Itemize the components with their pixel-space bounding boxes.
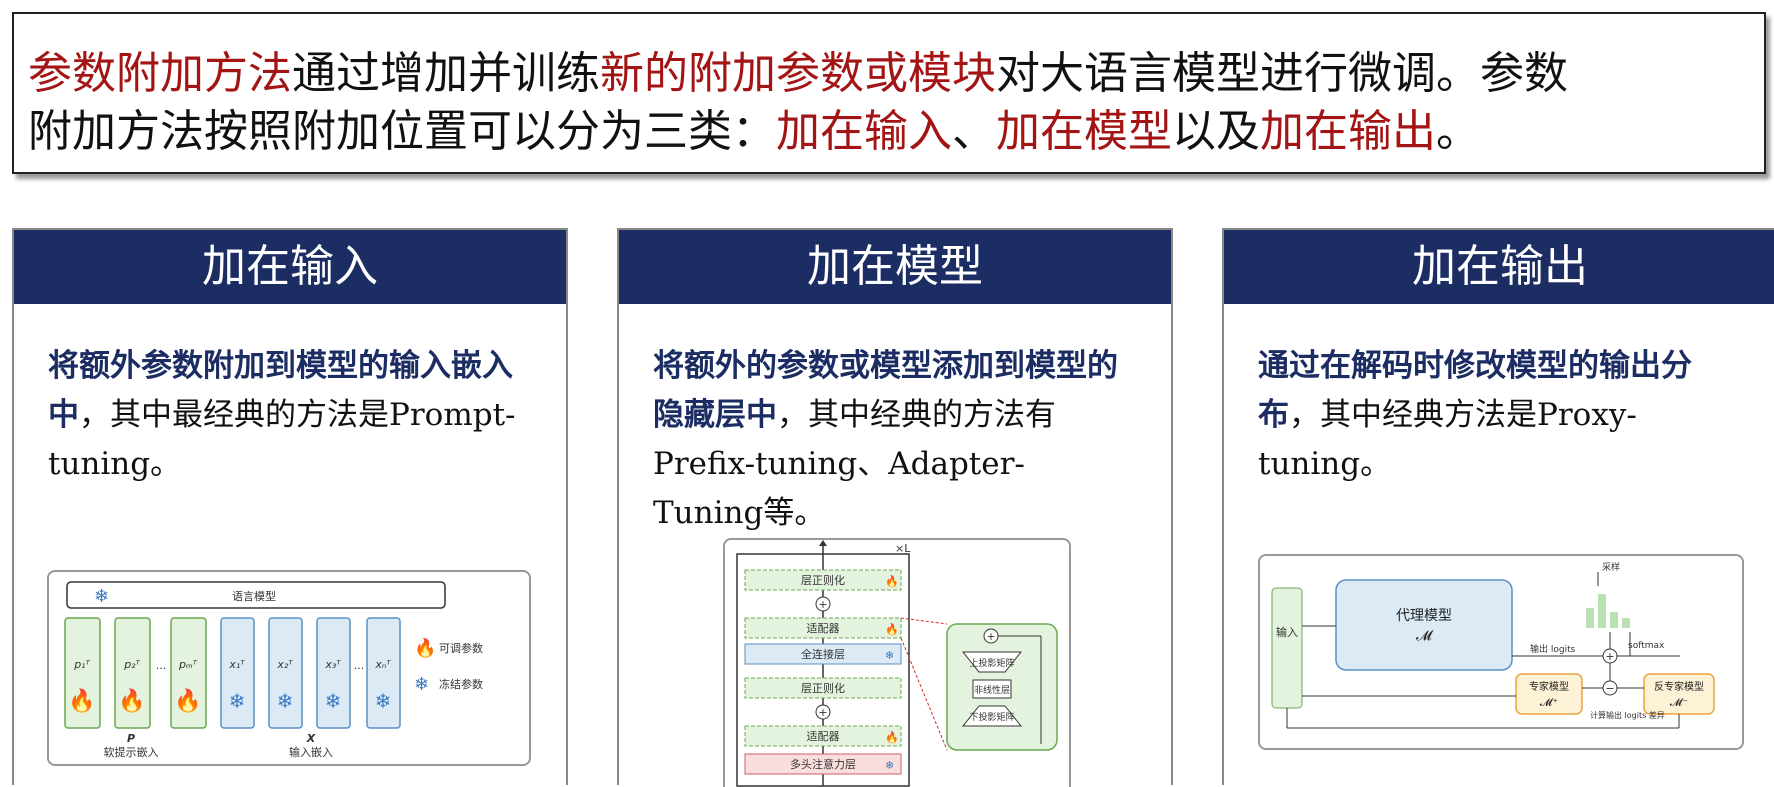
svg-text:计算输出 logits 差异: 计算输出 logits 差异 — [1590, 710, 1665, 720]
input-token-1 — [220, 617, 255, 729]
svg-text:−: − — [1605, 682, 1614, 695]
svg-text:下投影矩阵: 下投影矩阵 — [969, 711, 1014, 723]
snowflake-icon: ❄ — [885, 759, 894, 772]
svg-text:层正则化: 层正则化 — [801, 573, 845, 587]
ffn-layer — [744, 643, 902, 665]
legend-flame-icon: 🔥 — [414, 637, 436, 659]
svg-text:层正则化: 层正则化 — [801, 681, 845, 695]
svg-text:x₁ᵀ: x₁ᵀ — [228, 658, 245, 671]
up-projection — [961, 651, 1023, 673]
svg-text:x₃ᵀ: x₃ᵀ — [324, 658, 341, 671]
svg-text:反专家模型: 反专家模型 — [1654, 680, 1704, 693]
prompt-tuning-figure: ❄ 语言模型 p₁ᵀ 🔥 p₂ᵀ 🔥 ··· pₘᵀ 🔥 x₁ᵀ ❄ x₂ᵀ ❄… — [47, 570, 531, 766]
svg-text:+: + — [1605, 650, 1614, 663]
multihead-attention — [744, 753, 902, 775]
panel-title: 加在输入 — [14, 230, 566, 304]
input-embedding-caption: 输入嵌入 — [289, 745, 333, 759]
svg-text:代理模型: 代理模型 — [1396, 608, 1452, 624]
svg-text:全连接层: 全连接层 — [801, 647, 845, 661]
svg-text:P: P — [127, 732, 135, 745]
snowflake-icon: ❄ — [885, 649, 894, 662]
soft-token-1 — [64, 617, 101, 729]
nonlinear-layer — [972, 679, 1012, 699]
legend-trainable: 可调参数 — [439, 641, 483, 655]
input-token-3 — [316, 617, 351, 729]
svg-text:𝓜⁻: 𝓜⁻ — [1670, 696, 1688, 709]
soft-token-m — [170, 617, 207, 729]
adapter-figure: ×L 层正则化 🔥 + 适配器 🔥 全连接层 ❄ 层正则化 + 适配器 🔥 多头… — [723, 538, 1071, 787]
svg-text:𝓜: 𝓜 — [1416, 628, 1434, 644]
panel-output: 加在输出 通过在解码时修改模型的输出分布，其中经典方法是Proxy-tuning… — [1222, 228, 1774, 785]
svg-text:𝓜⁺: 𝓜⁺ — [1540, 696, 1558, 709]
prompt-tuning-svg: ❄ 语言模型 p₁ᵀ 🔥 p₂ᵀ 🔥 ··· pₘᵀ 🔥 x₁ᵀ ❄ x₂ᵀ ❄… — [64, 581, 483, 759]
svg-text:适配器: 适配器 — [807, 730, 840, 743]
lm-label: 语言模型 — [232, 589, 276, 603]
proxy-tuning-svg: 输入 代理模型 𝓜 输出 logits + − softmax 采样 专家模型 — [1271, 561, 1715, 729]
snowflake-icon: ❄ — [94, 586, 109, 607]
panel-input: 加在输入 将额外参数附加到模型的输入嵌入中，其中最经典的方法是Prompt-tu… — [12, 228, 568, 785]
svg-text:多头注意力层: 多头注意力层 — [790, 757, 856, 771]
highlight-method: 参数附加方法 — [28, 48, 292, 99]
proxy-model-box — [1335, 579, 1513, 671]
svg-text:采样: 采样 — [1602, 561, 1620, 573]
flame-icon: 🔥 — [174, 688, 201, 714]
flame-icon: 🔥 — [885, 575, 899, 588]
svg-text:非线性层: 非线性层 — [974, 684, 1010, 696]
svg-text:×L: ×L — [895, 542, 911, 555]
layer-norm-2 — [744, 677, 902, 699]
svg-text:softmax: softmax — [1628, 641, 1665, 651]
svg-text:···: ··· — [354, 662, 365, 675]
svg-text:x₂ᵀ: x₂ᵀ — [276, 658, 293, 671]
svg-text:+: + — [986, 630, 995, 643]
input-token-2 — [268, 617, 303, 729]
svg-text:+: + — [818, 598, 827, 611]
flame-icon: 🔥 — [885, 731, 899, 744]
input-box — [1271, 587, 1303, 709]
flame-icon: 🔥 — [885, 623, 899, 636]
svg-text:+: + — [818, 706, 827, 719]
legend-frozen: 冻结参数 — [439, 677, 483, 691]
layer-norm-1 — [744, 569, 902, 591]
adapter-1 — [744, 617, 902, 639]
soft-prompt-caption: 软提示嵌入 — [104, 745, 159, 759]
panel-description: 将额外参数附加到模型的输入嵌入中，其中最经典的方法是Prompt-tuning。 — [48, 348, 516, 482]
svg-text:专家模型: 专家模型 — [1529, 680, 1569, 693]
proxy-tuning-figure: 输入 代理模型 𝓜 输出 logits + − softmax 采样 专家模型 — [1258, 554, 1744, 750]
panel-title: 加在输出 — [1224, 230, 1774, 304]
snowflake-icon: ❄ — [229, 689, 246, 713]
snowflake-icon: ❄ — [325, 689, 342, 713]
summary-line-2: 附加方法按照附加位置可以分为三类：加在输入、加在模型以及加在输出。 — [28, 106, 1480, 157]
lm-bar — [66, 581, 446, 609]
down-projection — [961, 705, 1023, 727]
panel-model: 加在模型 将额外的参数或模型添加到模型的隐藏层中，其中经典的方法有Prefix-… — [617, 228, 1173, 787]
highlight-params: 新的附加参数或模块 — [600, 48, 996, 99]
panel-description: 通过在解码时修改模型的输出分布，其中经典方法是Proxy-tuning。 — [1258, 348, 1692, 482]
adapter-2 — [744, 725, 902, 747]
legend-snowflake-icon: ❄ — [414, 674, 429, 695]
panel-description: 将额外的参数或模型添加到模型的隐藏层中，其中经典的方法有Prefix-tunin… — [653, 348, 1118, 531]
flame-icon: 🔥 — [118, 688, 145, 714]
svg-text:pₘᵀ: pₘᵀ — [178, 658, 198, 671]
svg-text:输入: 输入 — [1276, 625, 1298, 639]
svg-text:···: ··· — [156, 662, 167, 675]
summary-line-1: 参数附加方法通过增加并训练新的附加参数或模块对大语言模型进行微调。参数 — [28, 48, 1568, 99]
svg-text:xₙᵀ: xₙᵀ — [374, 658, 391, 671]
adapter-svg: ×L 层正则化 🔥 + 适配器 🔥 全连接层 ❄ 层正则化 + 适配器 🔥 多头… — [736, 540, 1058, 787]
flame-icon: 🔥 — [68, 688, 95, 714]
expert-model-box — [1515, 673, 1583, 715]
summary-box: 参数附加方法通过增加并训练新的附加参数或模块对大语言模型进行微调。参数 附加方法… — [12, 12, 1766, 174]
svg-text:p₁ᵀ: p₁ᵀ — [73, 658, 90, 671]
input-token-n — [366, 617, 401, 729]
snowflake-icon: ❄ — [277, 689, 294, 713]
panel-title: 加在模型 — [619, 230, 1171, 304]
svg-text:p₂ᵀ: p₂ᵀ — [123, 658, 140, 671]
soft-token-2 — [114, 617, 151, 729]
svg-text:输出 logits: 输出 logits — [1530, 643, 1576, 655]
svg-text:上投影矩阵: 上投影矩阵 — [969, 657, 1014, 669]
svg-text:X: X — [306, 732, 316, 745]
svg-text:适配器: 适配器 — [807, 622, 840, 635]
snowflake-icon: ❄ — [375, 689, 392, 713]
